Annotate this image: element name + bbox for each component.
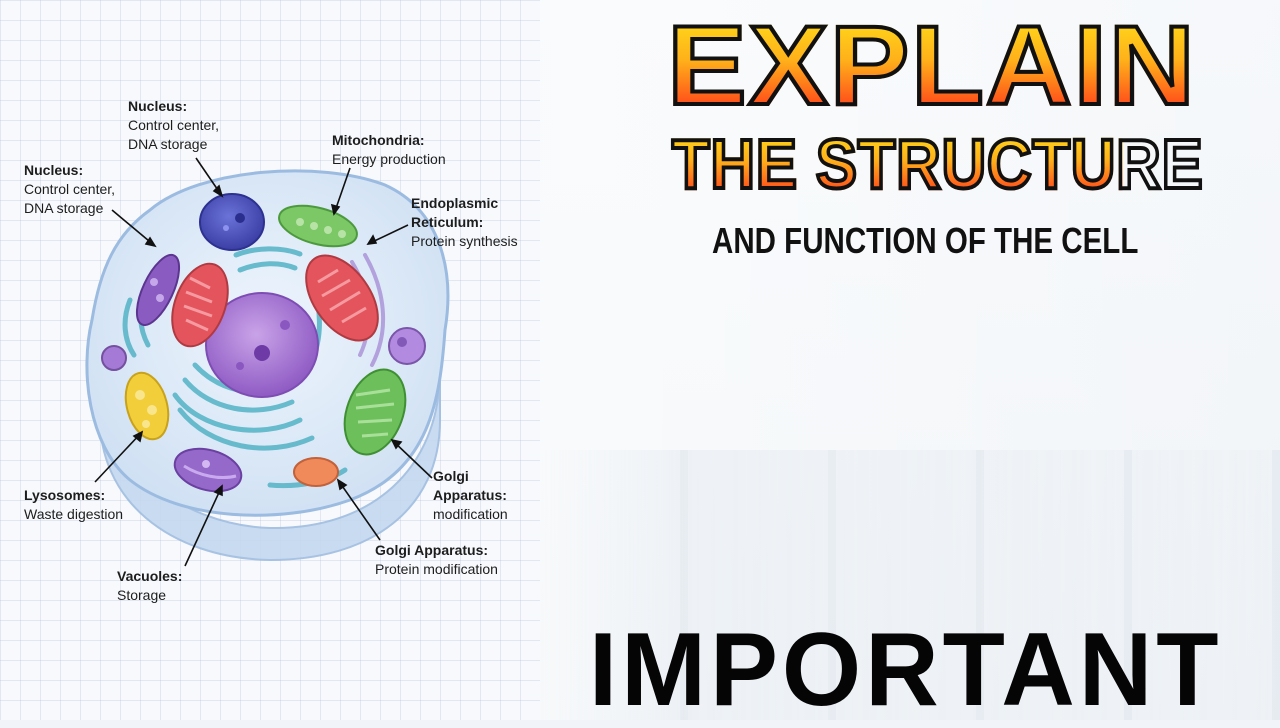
title-the-structure: THE STRUCTURE xyxy=(670,124,1204,204)
small-vesicle xyxy=(101,345,127,371)
purple-organelle-left xyxy=(135,253,181,327)
label-vacuoles: Vacuoles: Storage xyxy=(117,568,183,603)
vacuole xyxy=(173,447,243,493)
mitochondria-left xyxy=(171,262,229,348)
orange-vesicle xyxy=(293,457,339,487)
green-organelle-top xyxy=(278,204,358,248)
label-endoplasmic-reticulum: Endoplasmic Reticulum: Protein synthesis xyxy=(411,195,518,249)
green-organelle-right xyxy=(343,368,407,456)
title-explain: EXPLAIN xyxy=(596,8,1268,124)
subtitle-function: AND FUNCTION OF THE CELL xyxy=(712,220,1139,261)
label-nucleus-top: Nucleus: Control center, DNA storage xyxy=(128,98,220,152)
label-nucleus-left: Nucleus: Control center, DNA storage xyxy=(24,162,116,216)
small-vesicle xyxy=(388,327,426,365)
label-golgi-bottom: Golgi Apparatus: Protein modification xyxy=(375,542,498,577)
label-mitochondria: Mitochondria: Energy production xyxy=(332,132,446,167)
label-arrows xyxy=(94,157,433,567)
nucleus-top xyxy=(199,193,265,251)
cell-diagram xyxy=(85,157,450,567)
label-golgi-right: Golgi Apparatus: modification xyxy=(433,468,508,522)
background-shading xyxy=(540,450,1280,720)
label-lysosomes: Lysosomes: Waste digestion xyxy=(24,487,124,522)
lysosome xyxy=(124,371,170,441)
mitochondria-right xyxy=(305,254,379,342)
footer-important: IMPORTANT xyxy=(588,612,1223,728)
